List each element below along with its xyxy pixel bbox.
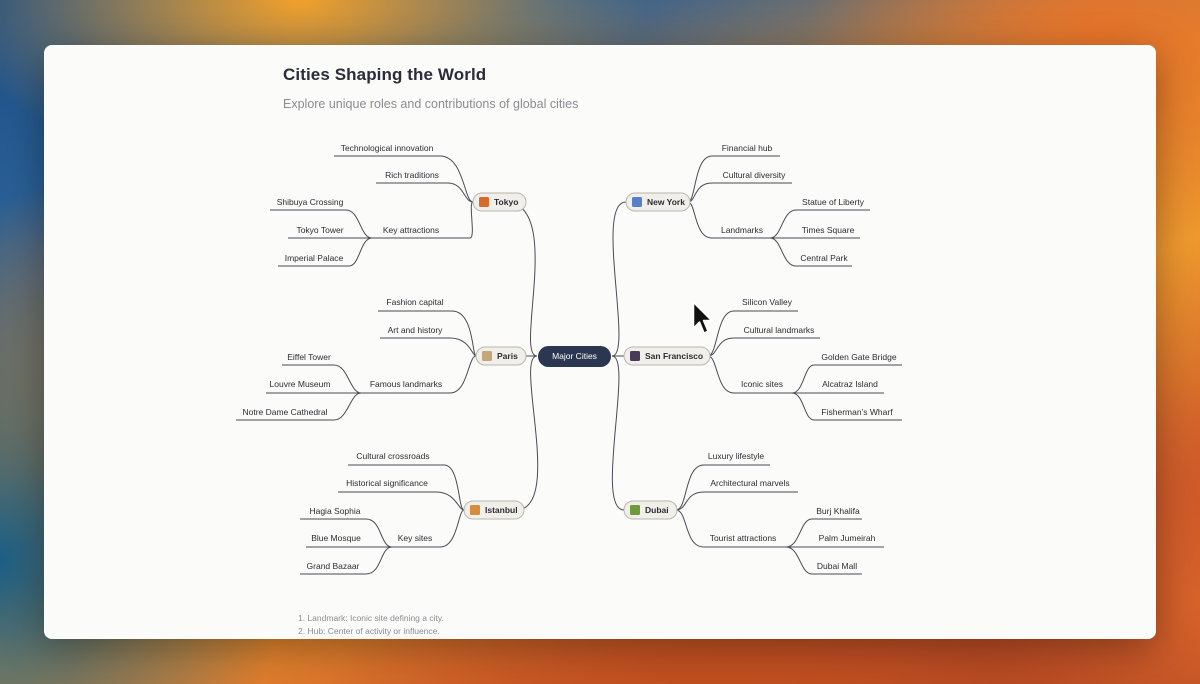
center-node[interactable]: Major Cities (538, 346, 611, 367)
leaf-label: Dubai Mall (817, 561, 857, 571)
node-paris[interactable]: Paris (475, 346, 527, 366)
node-dubai-label: Dubai (645, 505, 669, 515)
node-tokyo-label: Tokyo (494, 197, 518, 207)
page-title: Cities Shaping the World (283, 65, 487, 84)
node-tokyo[interactable]: Tokyo (472, 192, 527, 212)
leaf-label: Statue of Liberty (802, 197, 865, 207)
footnotes: 1. Landmark: Iconic site defining a city… (298, 612, 444, 637)
mouse-cursor-icon (692, 301, 713, 334)
leaf-label: Tokyo Tower (296, 225, 343, 235)
node-new-york[interactable]: New York (625, 192, 691, 212)
mind-map: Major Cities Tokyo Paris Istanbul New Yo… (236, 143, 902, 575)
leaf-label: Hagia Sophia (309, 506, 360, 516)
leaf-label: Tourist attractions (710, 533, 777, 543)
node-san-francisco-label: San Francisco (645, 351, 703, 361)
node-istanbul-label: Istanbul (485, 505, 518, 515)
node-san-francisco[interactable]: San Francisco (623, 346, 711, 366)
cityscape-icon (632, 197, 642, 207)
leaf-label: Fashion capital (386, 297, 443, 307)
bridge-at-night-icon (630, 351, 640, 361)
leaf-label: Silicon Valley (742, 297, 793, 307)
leaf-label: Key attractions (383, 225, 439, 235)
palm-tree-icon (630, 505, 640, 515)
leaf-label: Louvre Museum (270, 379, 331, 389)
leaf-label: Cultural crossroads (356, 451, 429, 461)
leaf-label: Architectural marvels (710, 478, 789, 488)
footnote-2: 2. Hub: Center of activity or influence. (298, 625, 440, 636)
leaf-label: Iconic sites (741, 379, 783, 389)
center-label: Major Cities (552, 351, 597, 361)
leaf-label: Famous landmarks (370, 379, 442, 389)
leaf-label: Cultural diversity (723, 170, 787, 180)
page-subtitle: Explore unique roles and contributions o… (283, 97, 579, 111)
leaf-label: Key sites (398, 533, 433, 543)
leaf-label: Historical significance (346, 478, 428, 488)
classical-building-icon (482, 351, 492, 361)
leaf-label: Cultural landmarks (744, 325, 815, 335)
leaf-label: Landmarks (721, 225, 763, 235)
mosque-icon (470, 505, 480, 515)
leaf-label: Times Square (802, 225, 855, 235)
leaf-label: Palm Jumeirah (819, 533, 876, 543)
leaf-label: Eiffel Tower (287, 352, 331, 362)
city-sunset-icon (479, 197, 489, 207)
leaf-label: Golden Gate Bridge (821, 352, 896, 362)
leaf-label: Grand Bazaar (307, 561, 360, 571)
leaf-label: Imperial Palace (285, 253, 344, 263)
leaf-label: Notre Dame Cathedral (242, 407, 327, 417)
node-new-york-label: New York (647, 197, 685, 207)
app-window: Cities Shaping the World Explore unique … (44, 45, 1156, 639)
leaf-label: Blue Mosque (311, 533, 361, 543)
leaf-label: Technological innovation (341, 143, 434, 153)
footnote-1: 1. Landmark: Iconic site defining a city… (298, 613, 444, 623)
leaf-label: Rich traditions (385, 170, 439, 180)
leaf-label: Burj Khalifa (816, 506, 860, 516)
node-istanbul[interactable]: Istanbul (463, 500, 525, 520)
leaf-label: Luxury lifestyle (708, 451, 764, 461)
leaf-label: Shibuya Crossing (277, 197, 344, 207)
node-dubai[interactable]: Dubai (623, 500, 678, 520)
leaf-label: Fisherman’s Wharf (821, 407, 893, 417)
node-paris-label: Paris (497, 351, 518, 361)
leaf-label: Central Park (800, 253, 848, 263)
leaf-label: Alcatraz Island (822, 379, 878, 389)
leaf-label: Art and history (388, 325, 444, 335)
leaf-label: Financial hub (722, 143, 773, 153)
